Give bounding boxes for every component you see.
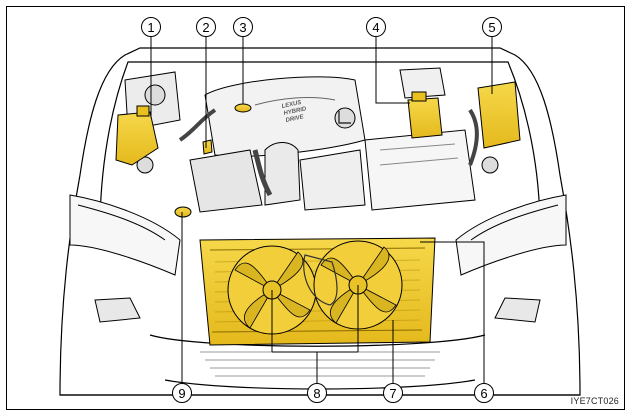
callout-3: 3	[233, 17, 253, 37]
engine-cover-text-line-1: LEXUS	[281, 100, 302, 110]
callout-1: 1	[141, 17, 161, 37]
callout-1-number: 1	[147, 20, 154, 35]
callout-4-number: 4	[372, 20, 379, 35]
highlight-part-3	[234, 103, 252, 113]
figure-id-label: IYE7CT026	[570, 396, 619, 406]
callout-5-number: 5	[488, 20, 495, 35]
leader-line-4	[375, 37, 410, 104]
highlight-part-4	[407, 97, 443, 139]
callout-6-number: 6	[480, 386, 487, 401]
figure-frame	[6, 6, 625, 410]
callout-8-number: 8	[313, 386, 320, 401]
callout-5: 5	[482, 17, 502, 37]
lower-grille	[200, 351, 440, 377]
fog-lights	[94, 297, 541, 323]
callout-7: 7	[383, 383, 403, 403]
engine-cover-text: LEXUS HYBRID DRIVE	[281, 100, 307, 124]
callout-3-number: 3	[239, 20, 246, 35]
callout-7-number: 7	[389, 386, 396, 401]
highlight-part-5	[477, 81, 521, 149]
callout-2-number: 2	[202, 20, 209, 35]
callout-9-number: 9	[178, 386, 185, 401]
callout-9: 9	[172, 383, 192, 403]
highlight-part-9	[174, 206, 192, 218]
engine-cover-text-line-3: DRIVE	[285, 114, 305, 124]
callout-2: 2	[196, 17, 216, 37]
leader-line-6	[420, 241, 485, 383]
callout-6: 6	[474, 383, 494, 403]
highlight-part-2	[202, 139, 213, 155]
callouts: 1 2 3 4 5 6 7	[141, 17, 502, 403]
callout-4: 4	[366, 17, 386, 37]
leader-lines	[150, 37, 493, 383]
callout-8: 8	[307, 383, 327, 403]
grille-emblem	[303, 254, 338, 306]
engine-cover-text-line-2: HYBRID	[283, 106, 307, 117]
